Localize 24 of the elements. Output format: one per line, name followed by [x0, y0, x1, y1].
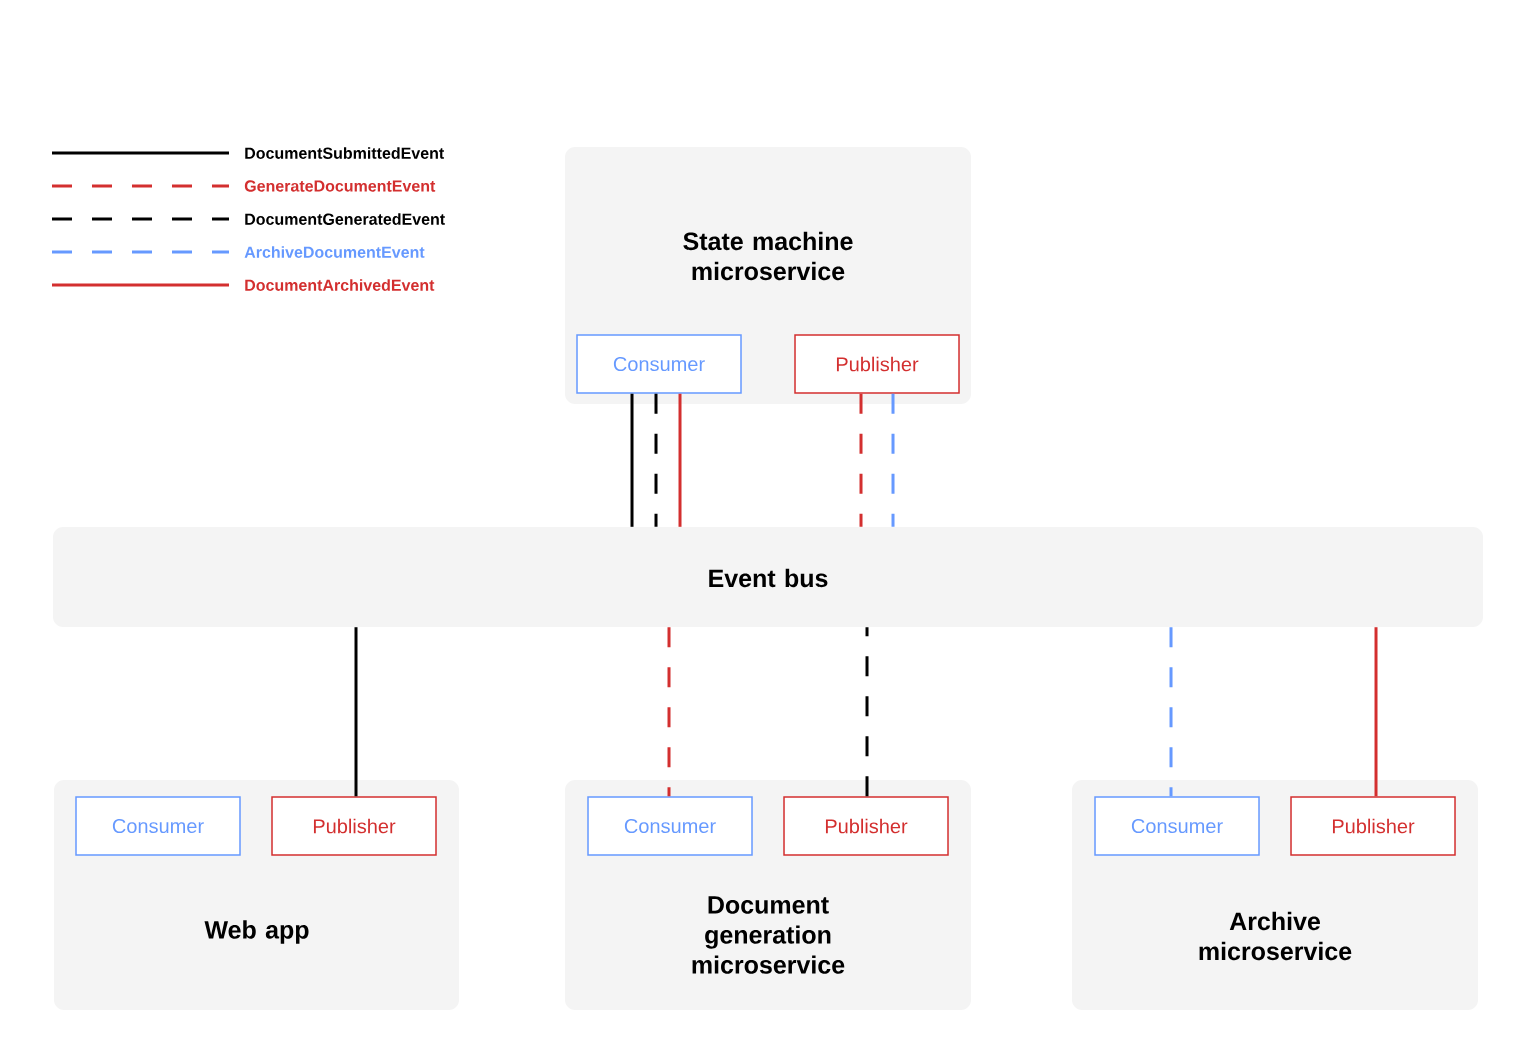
legend-label: GenerateDocumentEvent — [244, 180, 436, 192]
connector-line — [859, 393, 863, 527]
legend-label: DocumentGeneratedEvent — [245, 213, 445, 225]
connector-line — [891, 393, 895, 527]
connector-line — [354, 627, 358, 797]
consumer-box: Consumer — [587, 796, 753, 856]
connector-line — [865, 627, 869, 797]
publisher-box: Publisher — [1290, 796, 1456, 856]
consumer-box: Consumer — [576, 334, 742, 394]
connector-line — [1374, 627, 1378, 797]
connector-line — [1169, 627, 1173, 797]
connector-line — [654, 393, 658, 527]
connector-line — [667, 627, 671, 797]
legend-label: ArchiveDocumentEvent — [244, 246, 425, 258]
connector-line — [678, 393, 682, 527]
connector-line — [630, 393, 634, 527]
legend-label: DocumentSubmittedEvent — [245, 147, 444, 159]
publisher-box: Publisher — [794, 334, 960, 394]
consumer-box: Consumer — [75, 796, 241, 856]
legend-label: DocumentArchivedEvent — [245, 279, 435, 291]
publisher-box: Publisher — [271, 796, 437, 856]
publisher-box: Publisher — [783, 796, 949, 856]
event-bus-band: Event bus — [53, 527, 1483, 627]
consumer-box: Consumer — [1094, 796, 1260, 856]
